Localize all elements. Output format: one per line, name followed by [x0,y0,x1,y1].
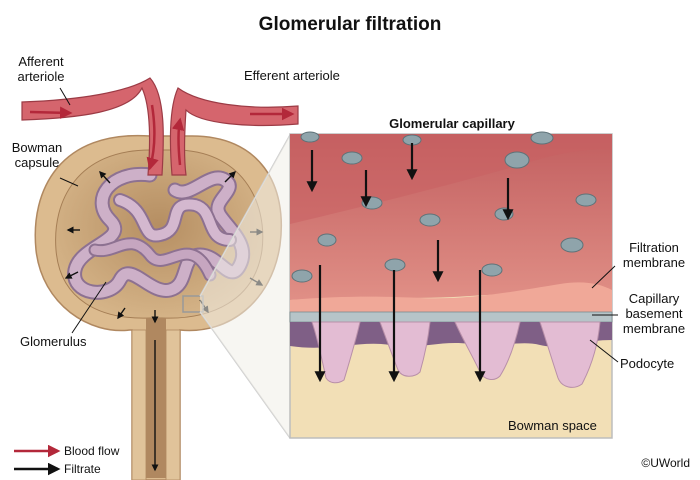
label-bowman-capsule: Bowman capsule [11,140,63,170]
diagram-title: Glomerular filtration [258,14,442,35]
glomerular-capillary-inset [289,131,619,439]
label-glomerulus: Glomerulus [20,334,87,349]
legend-blood-flow: Blood flow [64,444,120,458]
copyright: ©UWorld [641,456,690,470]
efferent-arteriole [169,87,299,176]
label-filtration-membrane: Filtration membrane [622,240,686,270]
label-glomerular-capillary: Glomerular capillary [389,116,515,131]
legend-filtrate: Filtrate [64,462,101,476]
label-capillary-basement-membrane: Capillary basement membrane [622,291,686,336]
glomerulus-tuft [67,166,251,300]
label-bowman-space: Bowman space [508,418,597,433]
label-afferent-arteriole: Afferent arteriole [17,54,65,84]
label-podocyte: Podocyte [620,356,675,371]
afferent-arteriole [21,77,164,176]
zoom-lines [182,134,291,439]
label-efferent-arteriole: Efferent arteriole [244,68,340,83]
leader-lines [59,87,107,334]
legend-arrows [14,444,61,476]
